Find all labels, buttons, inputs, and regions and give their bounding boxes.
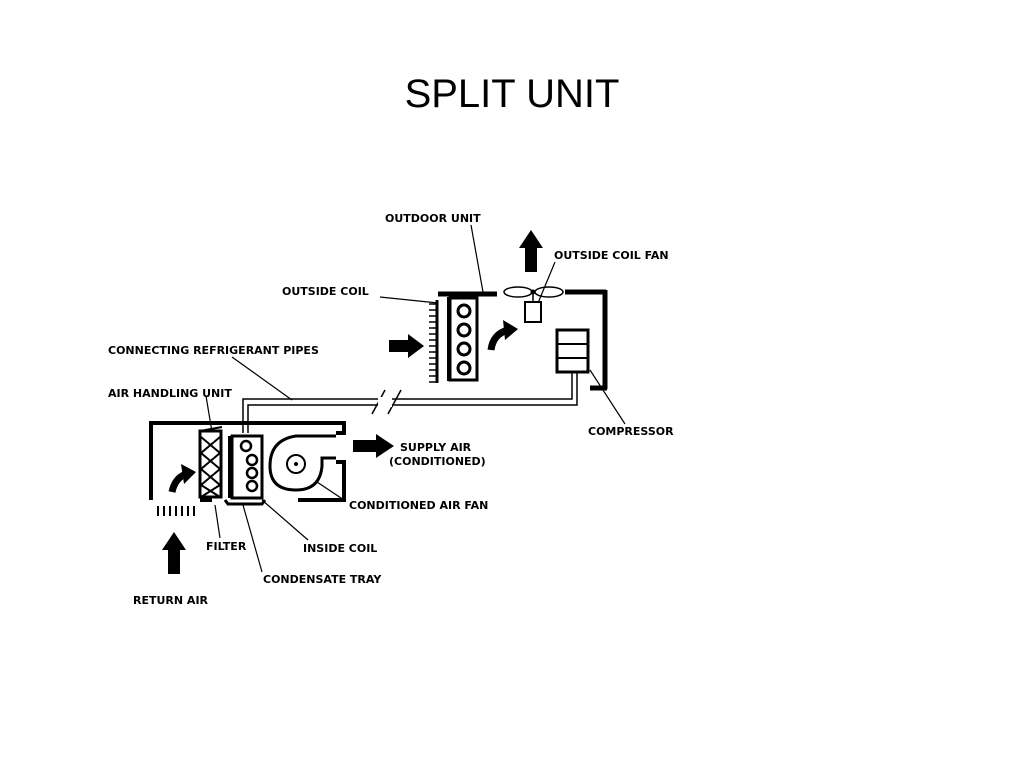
outside-coil-fan-icon bbox=[503, 286, 564, 323]
label-supply-air-conditioned: (CONDITIONED) bbox=[389, 455, 486, 468]
label-inside-coil: INSIDE COIL bbox=[303, 542, 377, 555]
filter-icon bbox=[198, 426, 223, 499]
label-connecting-refrigerant-pipes: CONNECTING REFRIGERANT PIPES bbox=[108, 344, 319, 357]
label-conditioned-air-fan: CONDITIONED AIR FAN bbox=[349, 499, 488, 512]
inside-coil bbox=[228, 434, 264, 500]
outdoor-unit bbox=[438, 289, 608, 391]
compressor-icon bbox=[555, 328, 590, 374]
condensate-tray bbox=[223, 499, 267, 506]
return-air-up-arrow-icon bbox=[162, 532, 186, 574]
air-handling-unit bbox=[149, 421, 346, 502]
label-outside-coil: OUTSIDE COIL bbox=[282, 285, 369, 298]
refrigerant-pipes bbox=[242, 372, 578, 433]
label-outside-coil-fan: OUTSIDE COIL FAN bbox=[554, 249, 669, 262]
label-air-handling-unit: AIR HANDLING UNIT bbox=[108, 387, 232, 400]
outdoor-curved-arrow-icon bbox=[487, 320, 518, 351]
label-outdoor-unit: OUTDOOR UNIT bbox=[385, 212, 481, 225]
return-air-grille bbox=[157, 506, 195, 516]
label-condensate-tray: CONDENSATE TRAY bbox=[263, 573, 382, 586]
label-compressor: COMPRESSOR bbox=[588, 425, 674, 438]
outside-coil-grille bbox=[429, 300, 439, 383]
label-supply-air: SUPPLY AIR bbox=[400, 441, 472, 454]
leader-lines bbox=[205, 224, 626, 573]
label-filter: FILTER bbox=[206, 540, 247, 553]
conditioned-air-fan-icon bbox=[268, 434, 336, 492]
label-return-air: RETURN AIR bbox=[133, 594, 209, 607]
exhaust-up-arrow-icon bbox=[519, 230, 543, 272]
outdoor-intake-arrow-icon bbox=[389, 334, 424, 358]
slide-title: SPLIT UNIT bbox=[404, 72, 620, 116]
supply-air-arrow-icon bbox=[353, 434, 394, 458]
outside-coil bbox=[447, 296, 479, 382]
ahu-curved-arrow-icon bbox=[168, 464, 196, 493]
